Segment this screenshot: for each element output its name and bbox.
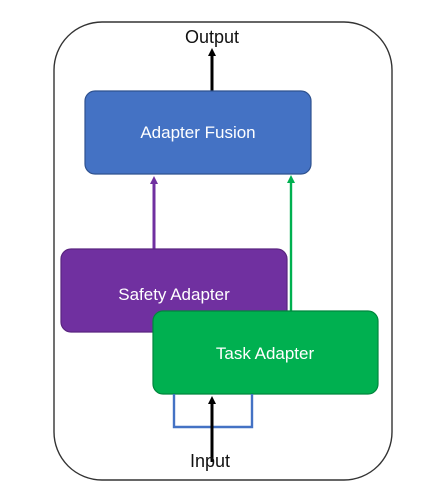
adapter-fusion-label: Adapter Fusion [140,123,255,142]
adapter-fusion-box [84,90,312,175]
task-adapter-box [152,310,379,395]
input-label: Input [190,451,230,471]
output-label: Output [185,27,239,47]
task-adapter-label: Task Adapter [216,344,315,363]
outer-frame [53,21,393,481]
safety-adapter-label: Safety Adapter [118,285,230,304]
